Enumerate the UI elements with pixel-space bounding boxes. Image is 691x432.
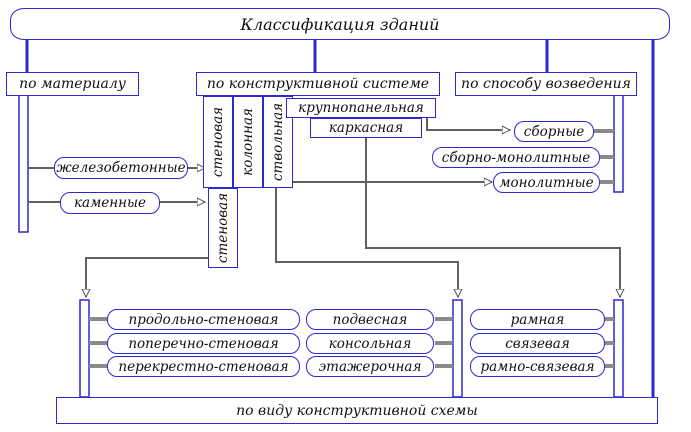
system-frame: каркасная: [310, 118, 422, 138]
scheme-rigid-frame: рамная: [470, 309, 605, 330]
header-scheme: по виду конструктивной схемы: [56, 397, 658, 424]
material-reinforced-concrete: железобетонные: [54, 157, 188, 179]
scheme-transverse-wall: поперечно-стеновая: [107, 333, 300, 354]
scheme-cantilever: консольная: [306, 333, 434, 354]
system-column-label: колонная: [240, 108, 256, 176]
system-wall-sub-label: стеновая: [215, 192, 231, 264]
scheme-braced: связевая: [470, 333, 605, 354]
system-wall-sub: стеновая: [208, 188, 238, 268]
scheme-shelf: этажерочная: [306, 356, 434, 377]
scheme-frame-braced: рамно-связевая: [470, 356, 605, 377]
header-system: по конструктивной системе: [196, 72, 440, 96]
material-stone: каменные: [60, 192, 160, 214]
system-wall: стеновая: [203, 96, 233, 188]
scheme-cross-wall: перекрестно-стеновая: [107, 356, 300, 377]
diagram-title: Классификация зданий: [10, 8, 670, 40]
header-method: по способу возведения: [455, 72, 637, 96]
system-wall-label: стеновая: [210, 106, 226, 178]
method-prefab: сборные: [514, 121, 594, 142]
header-material: по материалу: [6, 72, 139, 96]
system-column: колонная: [233, 96, 263, 188]
system-large-panel: крупнопанельная: [286, 98, 436, 118]
scheme-longitudinal-wall: продольно-стеновая: [107, 309, 300, 330]
system-trunk-label: ствольная: [270, 102, 286, 182]
method-prefab-monolithic: сборно-монолитные: [432, 147, 600, 168]
method-monolithic: монолитные: [493, 172, 600, 193]
scheme-suspended: подвесная: [306, 309, 434, 330]
